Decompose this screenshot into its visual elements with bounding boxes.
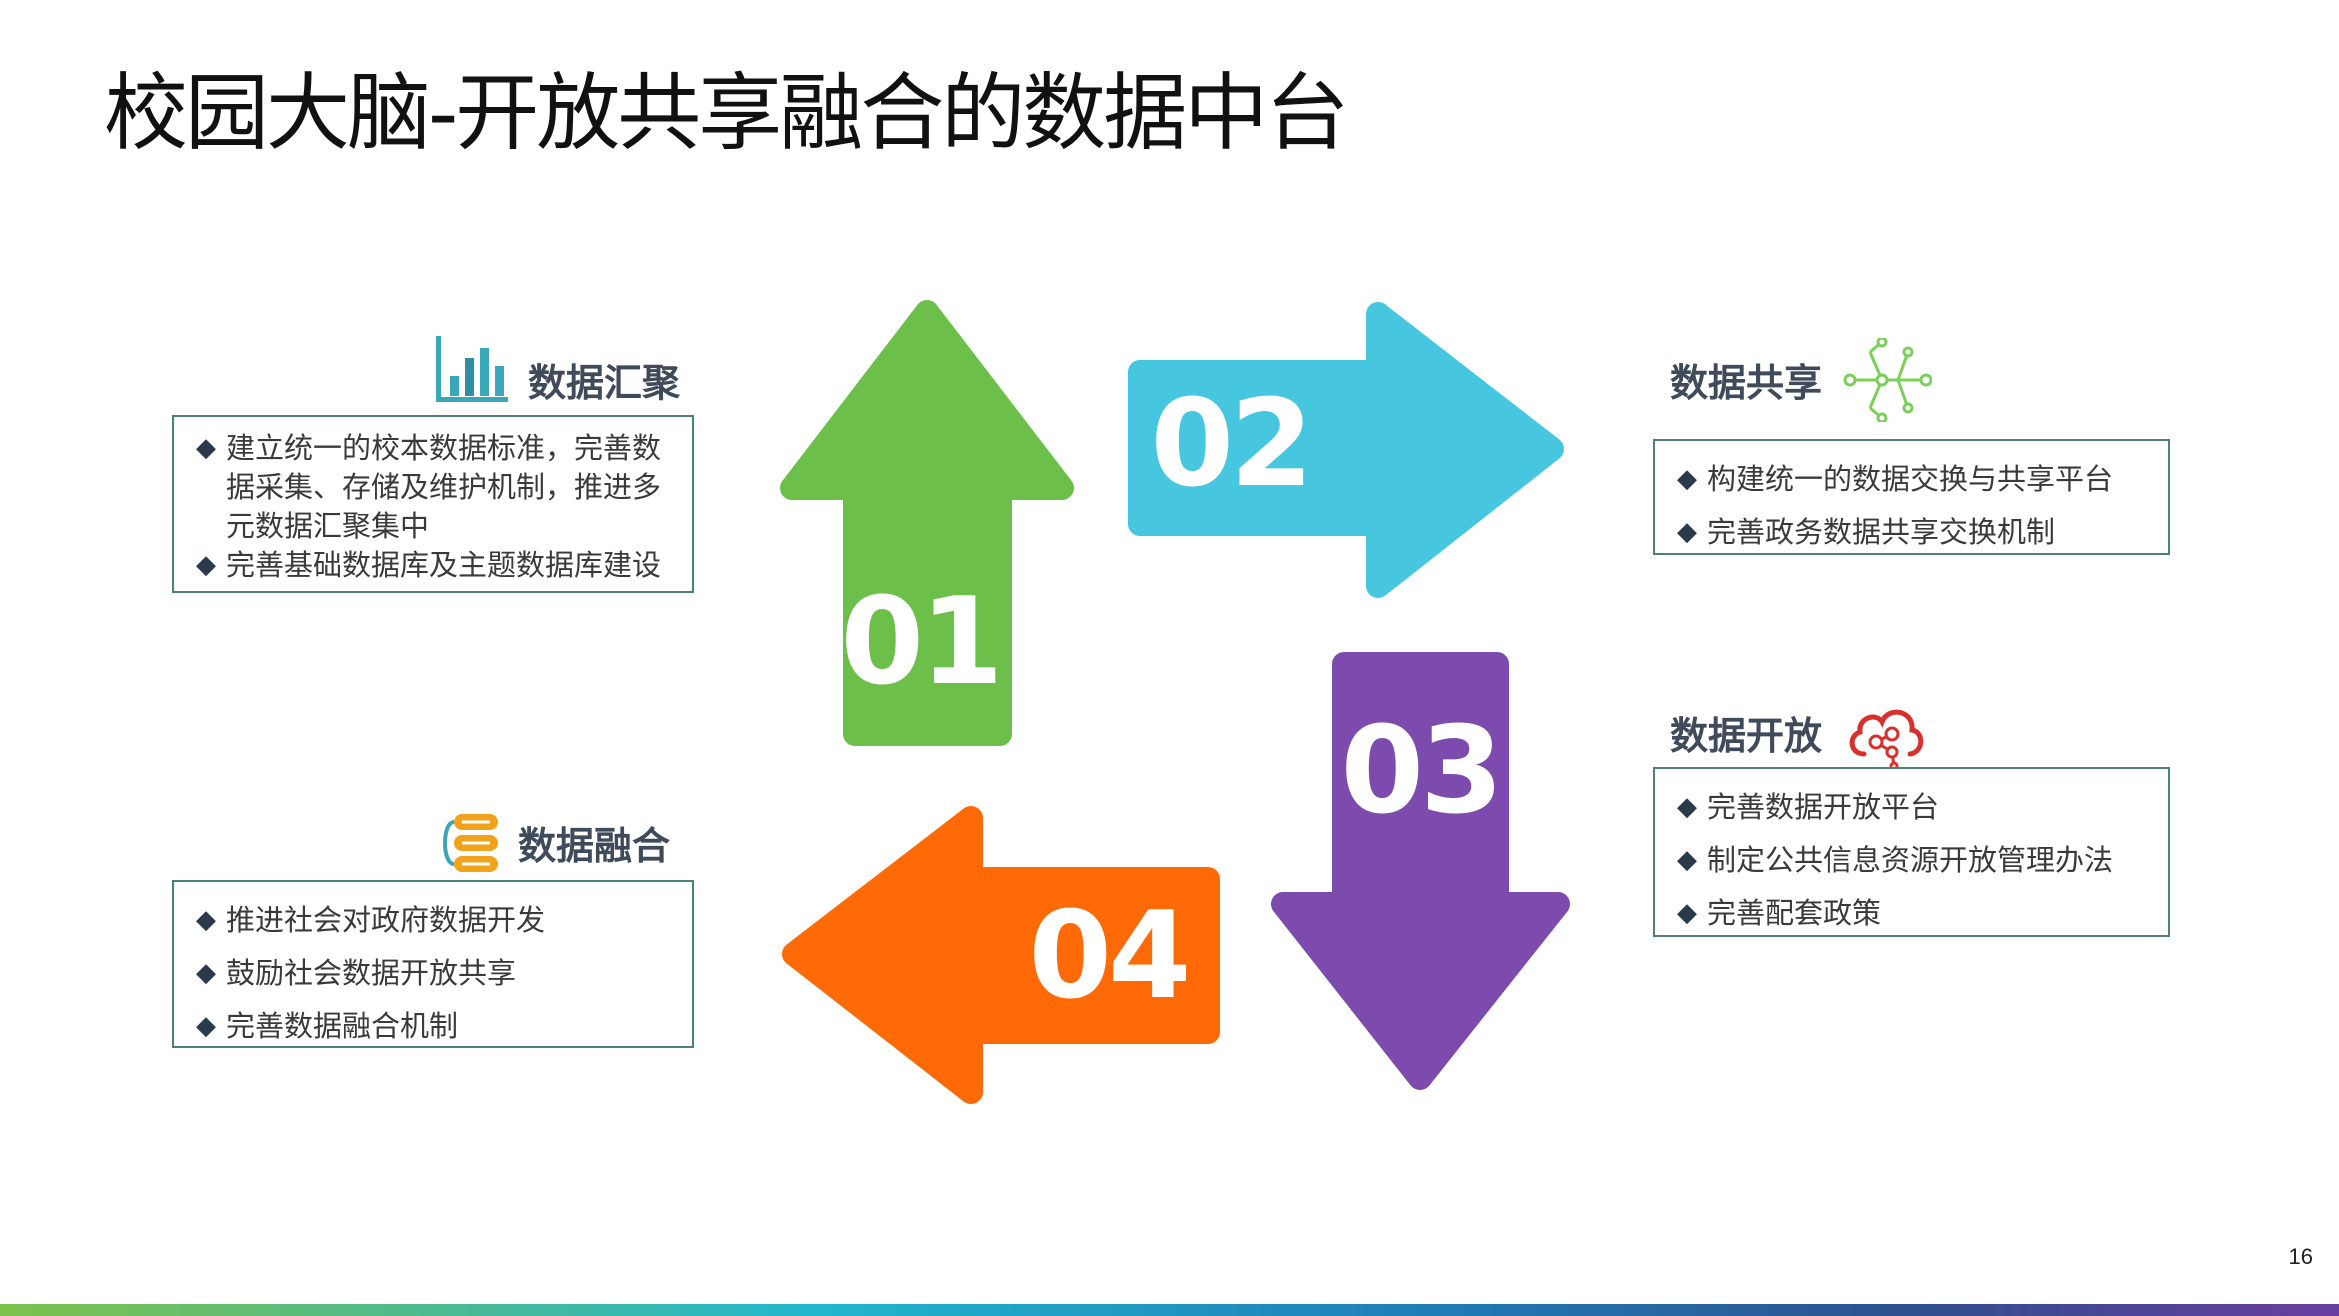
section-box-fusion: 推进社会对政府数据开发 鼓励社会数据开放共享 完善数据融合机制 <box>172 880 694 1053</box>
arrow-03 <box>1271 652 1570 1090</box>
bullet-list-aggregation: 建立统一的校本数据标准，完善数据采集、存储及维护机制，推进多元数据汇聚集中 完善… <box>196 429 674 585</box>
bullet-list-openness: 完善数据开放平台 制定公共信息资源开放管理办法 完善配套政策 <box>1677 781 2150 940</box>
bullet-list-fusion: 推进社会对政府数据开发 鼓励社会数据开放共享 完善数据融合机制 <box>196 894 674 1053</box>
list-item: 推进社会对政府数据开发 <box>196 894 674 947</box>
section-title-fusion: 数据融合 <box>518 824 671 868</box>
list-item: 制定公共信息资源开放管理办法 <box>1677 834 2150 887</box>
section-box-openness: 完善数据开放平台 制定公共信息资源开放管理办法 完善配套政策 <box>1653 767 2170 940</box>
arrow-02 <box>1128 302 1564 598</box>
network-share-icon <box>1843 338 1932 422</box>
database-stack-icon <box>443 814 498 872</box>
bullet-list-sharing: 构建统一的数据交换与共享平台 完善政务数据共享交换机制 <box>1677 453 2150 559</box>
page-title: 校园大脑-开放共享融合的数据中台 <box>104 64 1349 162</box>
list-item: 完善基础数据库及主题数据库建设 <box>196 546 674 585</box>
section-title-sharing: 数据共享 <box>1670 361 1823 405</box>
arrow-02-label: 02 <box>1151 375 1310 514</box>
section-title-aggregation: 数据汇聚 <box>528 361 681 405</box>
arrow-01-label: 01 <box>841 573 1000 712</box>
list-item: 完善政务数据共享交换机制 <box>1677 506 2150 559</box>
cloud-share-icon <box>1849 709 1924 770</box>
bottom-gradient-bar <box>0 1304 2339 1316</box>
arrow-01 <box>780 300 1074 746</box>
section-box-aggregation: 建立统一的校本数据标准，完善数据采集、存储及维护机制，推进多元数据汇聚集中 完善… <box>172 415 694 593</box>
list-item: 完善配套政策 <box>1677 887 2150 940</box>
bar-chart-icon <box>436 336 508 402</box>
list-item: 鼓励社会数据开放共享 <box>196 947 674 1000</box>
section-title-openness: 数据开放 <box>1670 714 1823 758</box>
list-item: 完善数据融合机制 <box>196 1000 674 1053</box>
list-item: 完善数据开放平台 <box>1677 781 2150 834</box>
list-item: 建立统一的校本数据标准，完善数据采集、存储及维护机制，推进多元数据汇聚集中 <box>196 429 674 546</box>
page-number: 16 <box>2288 1244 2313 1269</box>
arrow-04-label: 04 <box>1029 887 1188 1026</box>
arrow-04 <box>782 806 1220 1104</box>
list-item: 构建统一的数据交换与共享平台 <box>1677 453 2150 506</box>
section-box-sharing: 构建统一的数据交换与共享平台 完善政务数据共享交换机制 <box>1653 439 2170 559</box>
arrow-03-label: 03 <box>1341 702 1500 841</box>
